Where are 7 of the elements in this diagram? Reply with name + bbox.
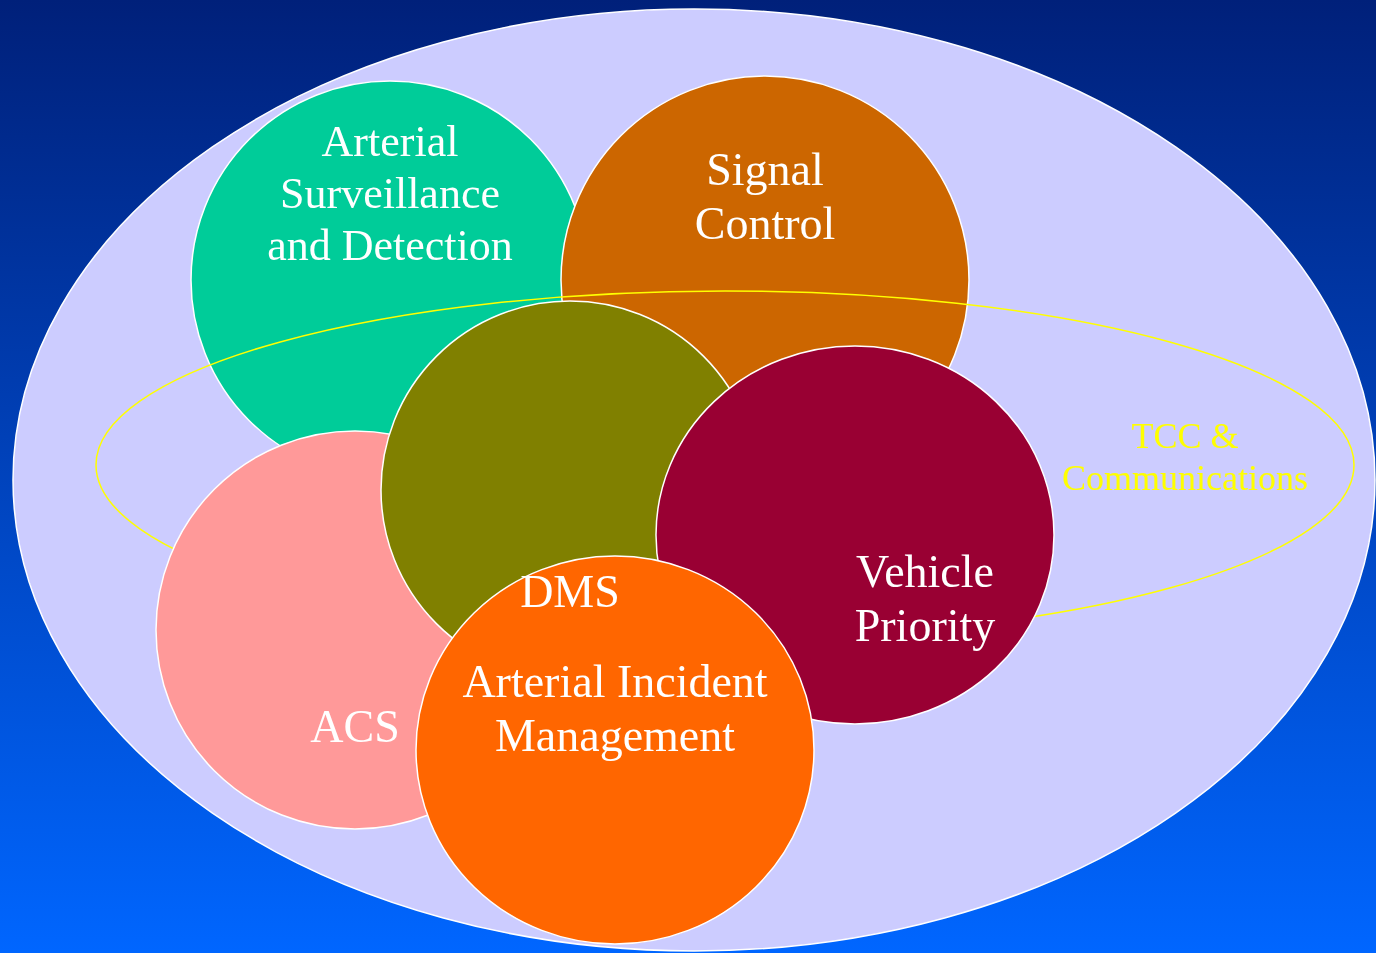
ellipse-label: TCC & Communications [1061, 415, 1309, 500]
circle-label: Vehicle Priority [853, 545, 997, 654]
circle-label: ACS [309, 700, 401, 754]
circle-label: Arterial Incident Management [461, 655, 769, 764]
circle-label: Signal Control [693, 143, 837, 252]
circle-label: Arterial Surveillance and Detection [266, 116, 514, 272]
circle-label: DMS [519, 565, 621, 619]
